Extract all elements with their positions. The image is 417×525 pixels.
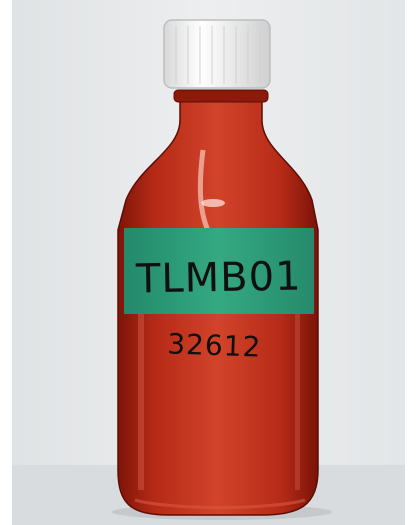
label-code-text: TLMB01 [135,254,302,303]
bottle-neck-ring [173,89,269,103]
glass-side-reflection [138,240,144,490]
glass-glint [201,199,225,207]
bottle-base-highlight [134,498,306,509]
green-label [124,228,314,314]
left-border [0,0,12,525]
bottle-cap [163,19,271,89]
right-border [405,0,417,525]
cap-ridges [175,26,261,84]
label-number-text: 32612 [167,327,262,363]
glass-side-reflection-right [295,240,300,490]
